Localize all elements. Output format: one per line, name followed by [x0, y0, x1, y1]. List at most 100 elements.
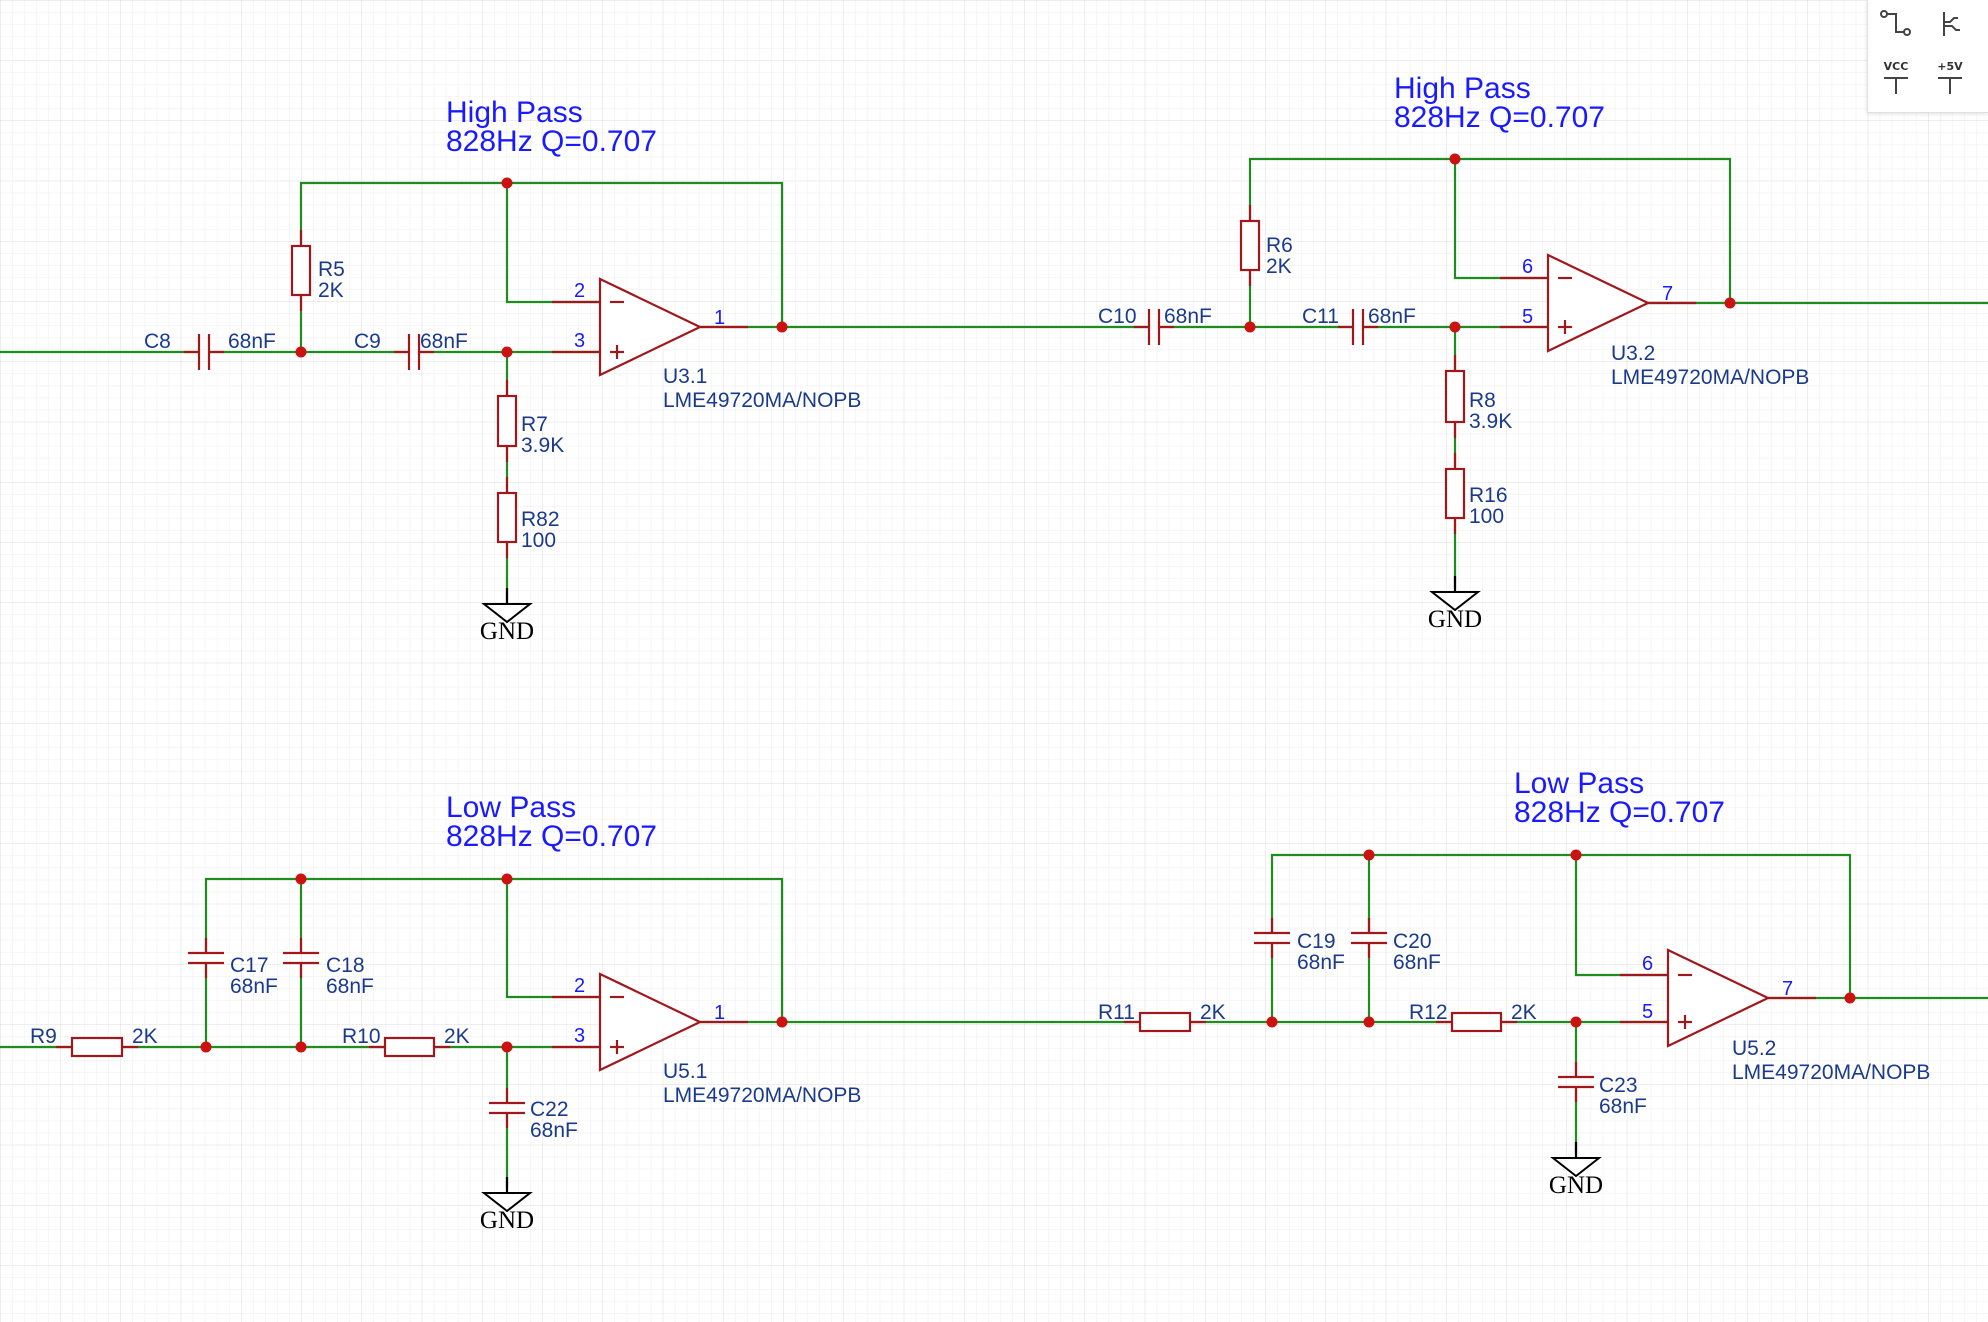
vcc-tool-label: VCC — [1883, 60, 1909, 73]
r16-ref: R16 — [1469, 484, 1508, 507]
resistor-r82[interactable]: R82 100 — [496, 477, 560, 558]
note-low-pass-2-title: Low Pass — [1514, 767, 1644, 800]
u5-2-pin-noninv: 5 — [1642, 1001, 1653, 1023]
u5-1-pin-out: 1 — [714, 1002, 725, 1024]
r16-value: 100 — [1469, 505, 1504, 528]
resistor-r7[interactable]: R7 3.9K — [496, 380, 564, 462]
ground-symbol-4[interactable]: GND — [1549, 1142, 1603, 1199]
r5-ref: R5 — [318, 258, 345, 281]
c8-value: 68nF — [228, 330, 276, 353]
r6-value: 2K — [1266, 255, 1292, 278]
r7-ref: R7 — [521, 413, 548, 436]
plus5v-tool[interactable]: +5V — [1928, 56, 1972, 100]
c11-value: 68nF — [1368, 305, 1416, 328]
note-high-pass-2-title: High Pass — [1394, 72, 1531, 105]
resistor-r9[interactable]: R9 2K — [30, 1025, 158, 1058]
u3-1-pin-out: 1 — [714, 307, 725, 329]
ground-label-1: GND — [480, 618, 534, 645]
r82-value: 100 — [521, 529, 556, 552]
capacitor-c8[interactable]: C8 68nF — [144, 330, 276, 370]
ground-symbol-1[interactable]: GND — [480, 588, 534, 645]
capacitor-c19[interactable]: C19 68nF — [1254, 918, 1345, 974]
note-high-pass-1-spec: 828Hz Q=0.707 — [446, 125, 657, 158]
u3-2-part: LME49720MA/NOPB — [1611, 366, 1809, 389]
r11-value: 2K — [1200, 1001, 1226, 1024]
note-high-pass-1-title: High Pass — [446, 96, 583, 129]
u3-1-pin-inv: 2 — [574, 280, 585, 302]
u3-2-pin-noninv: 5 — [1522, 306, 1533, 328]
c11-ref: C11 — [1302, 305, 1339, 328]
note-high-pass-2-spec: 828Hz Q=0.707 — [1394, 101, 1605, 134]
c10-ref: C10 — [1098, 305, 1137, 328]
u5-2-part: LME49720MA/NOPB — [1732, 1061, 1930, 1084]
resistor-r10[interactable]: R10 2K — [342, 1025, 470, 1058]
c19-value: 68nF — [1297, 951, 1345, 974]
c22-value: 68nF — [530, 1119, 578, 1142]
resistor-r6[interactable]: R6 2K — [1239, 205, 1293, 286]
note-low-pass-1-spec: 828Hz Q=0.707 — [446, 820, 657, 853]
resistor-r8[interactable]: R8 3.9K — [1444, 355, 1512, 438]
capacitor-c22[interactable]: C22 68nF — [489, 1088, 578, 1142]
r82-ref: R82 — [521, 508, 560, 531]
net-port-icon — [1880, 10, 1911, 36]
c23-ref: C23 — [1599, 1074, 1638, 1097]
u3-1-pin-noninv: 3 — [574, 330, 585, 352]
c9-value: 68nF — [420, 330, 468, 353]
c17-ref: C17 — [230, 954, 269, 977]
r8-value: 3.9K — [1469, 410, 1512, 433]
capacitor-c18[interactable]: C18 68nF — [283, 938, 374, 998]
r12-value: 2K — [1511, 1001, 1537, 1024]
note-low-pass-2-spec: 828Hz Q=0.707 — [1514, 796, 1725, 829]
c8-ref: C8 — [144, 330, 171, 353]
u5-2-ref: U5.2 — [1732, 1037, 1776, 1060]
capacitor-c10[interactable]: C10 68nF — [1098, 305, 1212, 345]
r6-ref: R6 — [1266, 234, 1293, 257]
net-port-tool[interactable] — [1874, 4, 1918, 48]
opamp-u5-2[interactable]: 6 5 7 U5.2 LME49720MA/NOPB — [1620, 948, 1930, 1084]
resistor-r12[interactable]: R12 2K — [1409, 1001, 1537, 1033]
r11-ref: R11 — [1098, 1001, 1135, 1024]
u3-2-pin-out: 7 — [1662, 283, 1673, 305]
u5-2-pin-inv: 6 — [1642, 953, 1653, 975]
c9-ref: C9 — [354, 330, 381, 353]
r10-value: 2K — [444, 1025, 470, 1048]
ground-label-4: GND — [1549, 1172, 1603, 1199]
opamp-u3-1[interactable]: 2 3 1 U3.1 LME49720MA/NOPB — [552, 277, 861, 412]
c18-value: 68nF — [326, 975, 374, 998]
c17-value: 68nF — [230, 975, 278, 998]
u5-1-ref: U5.1 — [663, 1060, 707, 1083]
resistor-r5[interactable]: R5 2K — [290, 230, 345, 311]
u3-2-ref: U3.2 — [1611, 342, 1655, 365]
net-flag-icon — [1943, 12, 1960, 36]
r8-ref: R8 — [1469, 389, 1496, 412]
opamp-u5-1[interactable]: 2 3 1 U5.1 LME49720MA/NOPB — [552, 972, 861, 1107]
ground-symbol-2[interactable]: GND — [1428, 576, 1482, 633]
c20-ref: C20 — [1393, 930, 1432, 953]
capacitor-c20[interactable]: C20 68nF — [1351, 918, 1441, 974]
u5-1-pin-noninv: 3 — [574, 1025, 585, 1047]
c20-value: 68nF — [1393, 951, 1441, 974]
symbol-palette: VCC +5V — [1867, 0, 1988, 113]
u3-1-ref: U3.1 — [663, 365, 707, 388]
net-flag-tool[interactable] — [1928, 4, 1972, 48]
capacitor-c11[interactable]: C11 68nF — [1302, 305, 1416, 345]
resistor-r16[interactable]: R16 100 — [1444, 453, 1508, 534]
capacitor-c23[interactable]: C23 68nF — [1558, 1062, 1647, 1118]
vcc-power-icon — [1884, 77, 1908, 94]
junctions — [200, 153, 1856, 1053]
u3-1-part: LME49720MA/NOPB — [663, 389, 861, 412]
r9-value: 2K — [132, 1025, 158, 1048]
c19-ref: C19 — [1297, 930, 1336, 953]
ground-symbol-3[interactable]: GND — [480, 1177, 534, 1234]
r5-value: 2K — [318, 279, 344, 302]
c22-ref: C22 — [530, 1098, 569, 1121]
capacitor-c17[interactable]: C17 68nF — [188, 938, 278, 998]
resistor-r11[interactable]: R11 2K — [1098, 1001, 1226, 1033]
u5-1-pin-inv: 2 — [574, 975, 585, 997]
capacitor-c9[interactable]: C9 68nF — [354, 330, 468, 370]
plus5v-tool-label: +5V — [1937, 60, 1963, 73]
vcc-tool[interactable]: VCC — [1874, 56, 1918, 100]
opamp-u3-2[interactable]: 6 5 7 U3.2 LME49720MA/NOPB — [1500, 253, 1809, 389]
u5-2-pin-out: 7 — [1782, 978, 1793, 1000]
